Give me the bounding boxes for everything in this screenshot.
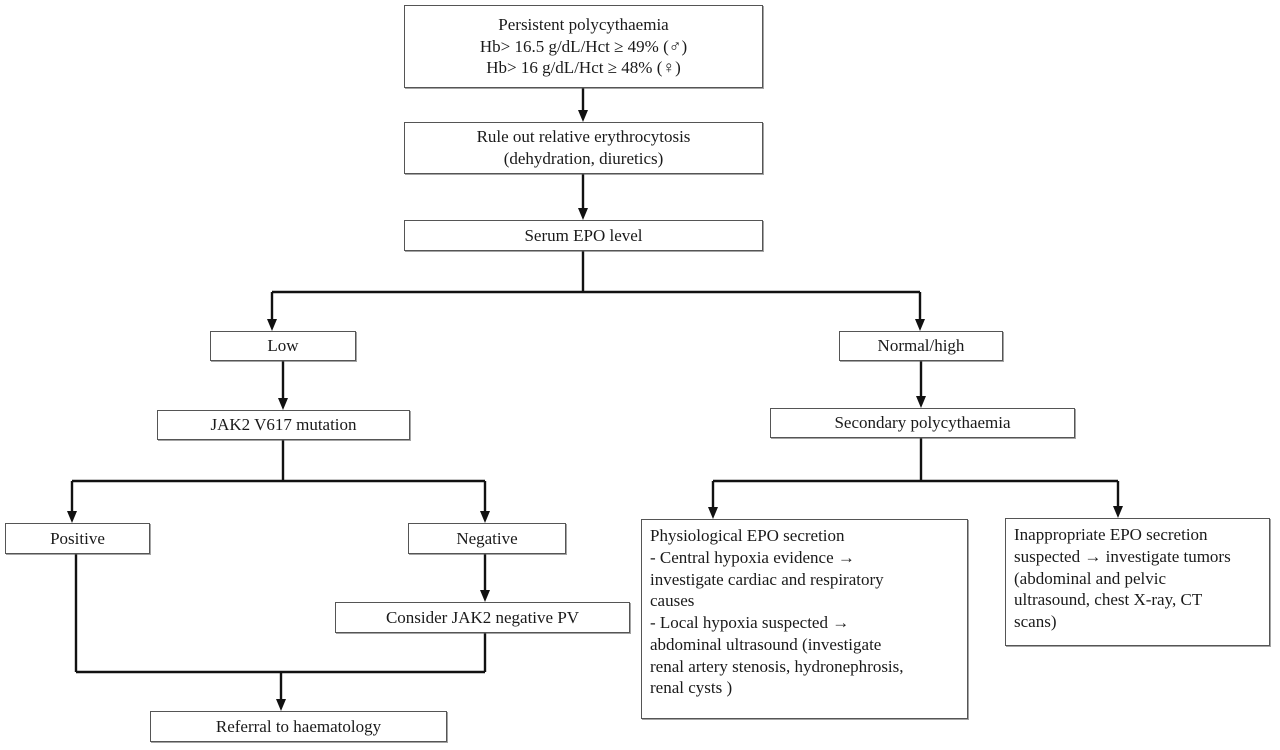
- node-consider-jak2-negative-pv-label: Consider JAK2 negative PV: [385, 607, 580, 627]
- edge-ruleout-to-serumepo: [578, 174, 588, 220]
- node-persistent-polycythaemia[interactable]: Persistent polycythaemia Hb> 16.5 g/dL/H…: [404, 5, 763, 88]
- node-positive[interactable]: Positive: [5, 523, 150, 554]
- edge-negative-to-considerpv: [480, 554, 490, 602]
- node-normal-high[interactable]: Normal/high: [839, 331, 1003, 361]
- edge-jak2-split: [67, 440, 490, 523]
- node-negative[interactable]: Negative: [408, 523, 566, 554]
- node-low[interactable]: Low: [210, 331, 356, 361]
- node-inappropriate-epo-secretion-label: Inappropriate EPO secretion suspected → …: [1014, 525, 1231, 631]
- node-secondary-polycythaemia[interactable]: Secondary polycythaemia: [770, 408, 1075, 438]
- node-negative-label: Negative: [456, 528, 518, 548]
- node-physiological-epo-secretion-label: Physiological EPO secretion - Central hy…: [650, 526, 904, 698]
- node-normal-high-label: Normal/high: [877, 336, 965, 356]
- edge-low-to-jak2: [278, 361, 288, 410]
- edge-persistent-to-ruleout: [578, 88, 588, 122]
- node-positive-label: Positive: [50, 528, 105, 548]
- node-low-label: Low: [267, 336, 299, 356]
- node-serum-epo-level[interactable]: Serum EPO level: [404, 220, 763, 251]
- node-rule-out-relative-erythrocytosis-label: Rule out relative erythrocytosis (dehydr…: [476, 127, 691, 168]
- node-physiological-epo-secretion[interactable]: Physiological EPO secretion - Central hy…: [641, 519, 968, 719]
- node-referral-to-haematology-label: Referral to haematology: [215, 716, 382, 736]
- node-jak2-v617-mutation-label: JAK2 V617 mutation: [210, 415, 357, 435]
- node-serum-epo-level-label: Serum EPO level: [524, 225, 643, 245]
- node-secondary-polycythaemia-label: Secondary polycythaemia: [834, 413, 1011, 433]
- node-rule-out-relative-erythrocytosis[interactable]: Rule out relative erythrocytosis (dehydr…: [404, 122, 763, 174]
- edge-secondary-split: [708, 438, 1123, 519]
- node-consider-jak2-negative-pv[interactable]: Consider JAK2 negative PV: [335, 602, 630, 633]
- edge-normalhigh-to-secondary: [916, 361, 926, 408]
- node-jak2-v617-mutation[interactable]: JAK2 V617 mutation: [157, 410, 410, 440]
- node-persistent-polycythaemia-label: Persistent polycythaemia Hb> 16.5 g/dL/H…: [479, 14, 688, 78]
- node-inappropriate-epo-secretion[interactable]: Inappropriate EPO secretion suspected → …: [1005, 518, 1270, 646]
- node-referral-to-haematology[interactable]: Referral to haematology: [150, 711, 447, 742]
- edge-serumepo-split: [267, 251, 925, 331]
